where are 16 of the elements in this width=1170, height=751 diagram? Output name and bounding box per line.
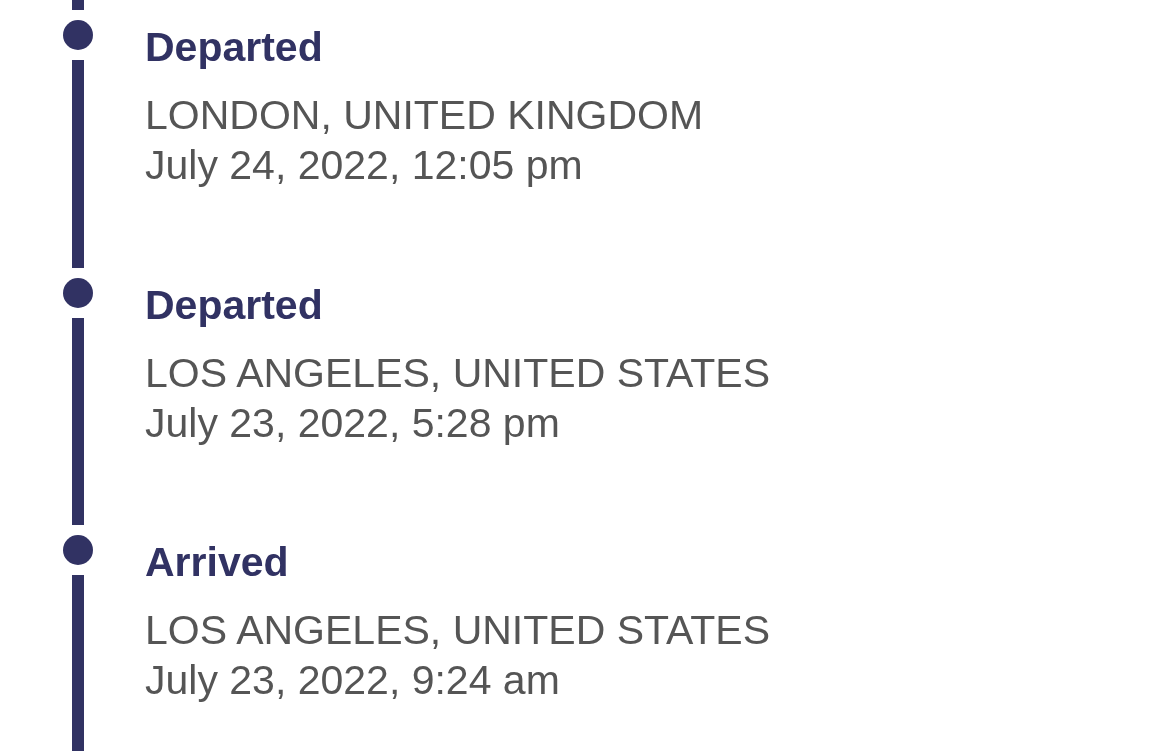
timeline-dot — [63, 535, 93, 565]
timestamp-text: July 23, 2022, 5:28 pm — [145, 400, 560, 447]
timeline-line — [72, 0, 84, 10]
status-heading: Departed — [145, 24, 323, 71]
location-text: LOS ANGELES, UNITED STATES — [145, 350, 771, 397]
timeline-dot — [63, 20, 93, 50]
location-text: LOS ANGELES, UNITED STATES — [145, 607, 771, 654]
timeline-line — [72, 60, 84, 268]
timestamp-text: July 24, 2022, 12:05 pm — [145, 142, 583, 189]
location-text: LONDON, UNITED KINGDOM — [145, 92, 704, 139]
status-heading: Departed — [145, 282, 323, 329]
timestamp-text: July 23, 2022, 9:24 am — [145, 657, 560, 704]
timeline-dot — [63, 278, 93, 308]
timeline-line — [72, 318, 84, 525]
status-heading: Arrived — [145, 539, 289, 586]
timeline-line — [72, 575, 84, 751]
